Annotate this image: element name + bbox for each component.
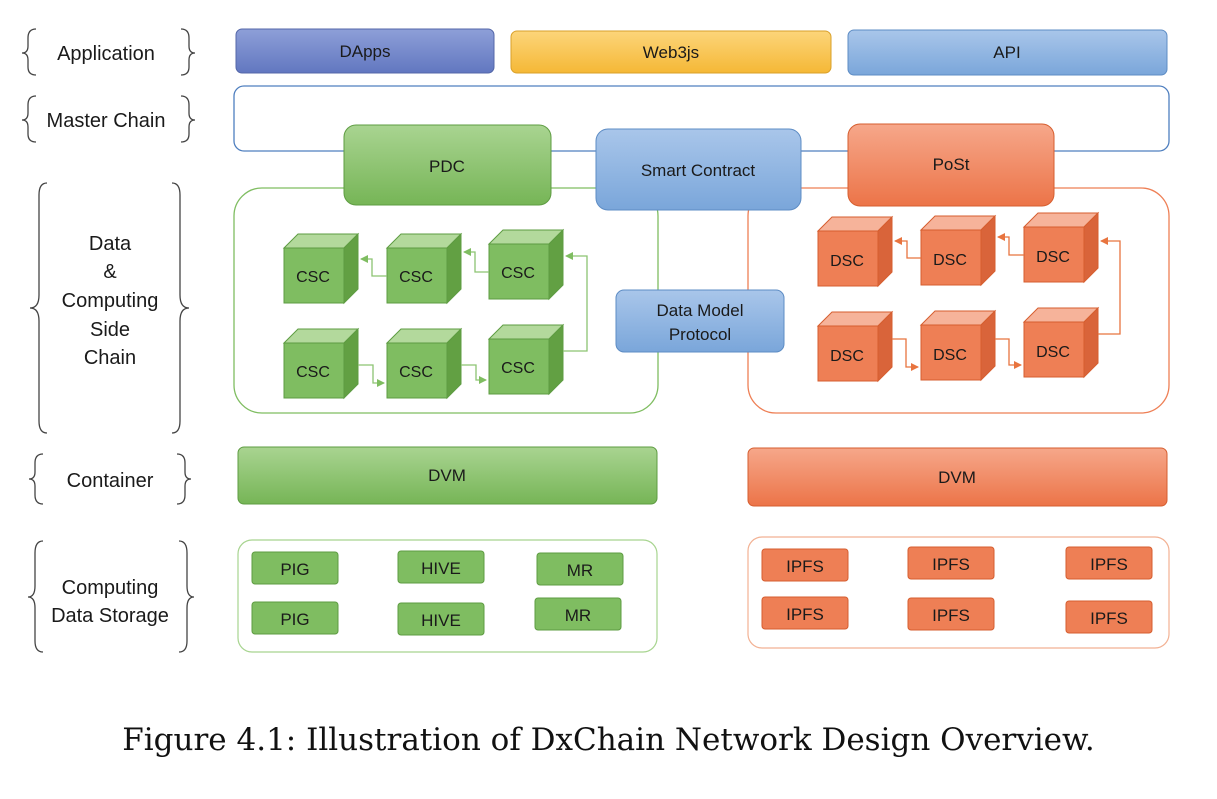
api-box: API [847, 29, 1168, 76]
svg-text:IPFS: IPFS [1090, 609, 1128, 628]
side-chain-line-2: & [103, 261, 117, 283]
svg-text:Application: Application [57, 43, 155, 65]
mr-box: MR [534, 597, 622, 631]
dvm-right-box: DVM [747, 447, 1168, 507]
svg-text:PIG: PIG [280, 610, 309, 629]
dmp-line-2: Protocol [669, 325, 731, 344]
pig-box: PIG [251, 601, 339, 635]
figure-caption: Figure 4.1: Illustration of DxChain Netw… [122, 722, 1095, 758]
svg-text:DVM: DVM [428, 466, 466, 485]
side-chain-line-3: Computing [62, 290, 159, 312]
svg-text:DSC: DSC [830, 348, 864, 365]
storage-right-container [747, 536, 1170, 649]
svg-text:PoSt: PoSt [933, 155, 970, 174]
side-chain-line-1: Data [89, 233, 132, 255]
layer-label-container: Container [28, 453, 192, 505]
svg-text:Smart Contract: Smart Contract [641, 161, 756, 180]
dsc-cube: DSC [919, 214, 997, 287]
svg-text:IPFS: IPFS [932, 606, 970, 625]
dsc-cube: DSC [816, 215, 894, 288]
hive-box: HIVE [397, 550, 485, 584]
pdc-box: PDC [343, 124, 552, 206]
storage-left-container [237, 539, 658, 653]
csc-chain-arrows [358, 248, 588, 387]
svg-text:DApps: DApps [339, 42, 390, 61]
csc-cube: CSC [282, 327, 360, 400]
csc-cube: CSC [385, 232, 463, 305]
csc-cube: CSC [282, 232, 360, 305]
svg-text:Master Chain: Master Chain [47, 110, 166, 132]
svg-text:CSC: CSC [501, 360, 535, 377]
smart-contract-box: Smart Contract [595, 128, 802, 211]
svg-text:DSC: DSC [1036, 249, 1070, 266]
dsc-cube: DSC [1022, 306, 1100, 379]
svg-text:PIG: PIG [280, 560, 309, 579]
storage-line-2: Data Storage [51, 605, 169, 627]
svg-text:CSC: CSC [296, 364, 330, 381]
svg-text:IPFS: IPFS [786, 557, 824, 576]
svg-text:CSC: CSC [296, 269, 330, 286]
svg-text:IPFS: IPFS [932, 555, 970, 574]
storage-line-1: Computing [62, 577, 159, 599]
svg-text:DVM: DVM [938, 468, 976, 487]
svg-text:CSC: CSC [399, 364, 433, 381]
svg-text:DSC: DSC [933, 252, 967, 269]
ipfs-box: IPFS [1065, 600, 1153, 634]
ipfs-box: IPFS [761, 548, 849, 582]
svg-text:API: API [993, 43, 1020, 62]
web3js-box: Web3js [510, 30, 832, 74]
layer-label-storage: Computing Data Storage [27, 540, 195, 653]
pig-box: PIG [251, 551, 339, 585]
layer-label-side-chain: Data & Computing Side Chain [29, 182, 190, 434]
side-chain-line-5: Chain [84, 347, 136, 369]
post-box: PoSt [847, 123, 1055, 207]
svg-text:MR: MR [567, 561, 593, 580]
dsc-cube: DSC [919, 309, 997, 382]
csc-cube: CSC [385, 327, 463, 400]
svg-text:CSC: CSC [501, 265, 535, 282]
data-model-protocol-box: Data Model Protocol [615, 289, 785, 353]
dvm-left-box: DVM [237, 446, 658, 505]
svg-text:MR: MR [565, 606, 591, 625]
hive-box: HIVE [397, 602, 485, 636]
csc-cube: CSC [487, 228, 565, 301]
svg-text:IPFS: IPFS [1090, 555, 1128, 574]
svg-text:Web3js: Web3js [643, 43, 699, 62]
ipfs-box: IPFS [761, 596, 849, 630]
ipfs-box: IPFS [907, 546, 995, 580]
svg-text:IPFS: IPFS [786, 605, 824, 624]
svg-text:PDC: PDC [429, 157, 465, 176]
layer-label-application: Application [21, 28, 196, 76]
svg-text:CSC: CSC [399, 269, 433, 286]
ipfs-box: IPFS [1065, 546, 1153, 580]
csc-cube: CSC [487, 323, 565, 396]
dmp-line-1: Data Model [657, 301, 744, 320]
svg-text:HIVE: HIVE [421, 559, 461, 578]
layer-label-master-chain: Master Chain [21, 95, 196, 143]
dsc-chain-arrows [892, 233, 1121, 371]
svg-text:DSC: DSC [933, 347, 967, 364]
dsc-cube: DSC [1022, 211, 1100, 284]
dapps-box: DApps [235, 28, 495, 74]
side-chain-line-4: Side [90, 319, 130, 341]
svg-text:DSC: DSC [830, 253, 864, 270]
svg-text:DSC: DSC [1036, 344, 1070, 361]
ipfs-box: IPFS [907, 597, 995, 631]
dsc-cube: DSC [816, 310, 894, 383]
mr-box: MR [536, 552, 624, 586]
svg-text:HIVE: HIVE [421, 611, 461, 630]
svg-text:Container: Container [67, 470, 154, 492]
